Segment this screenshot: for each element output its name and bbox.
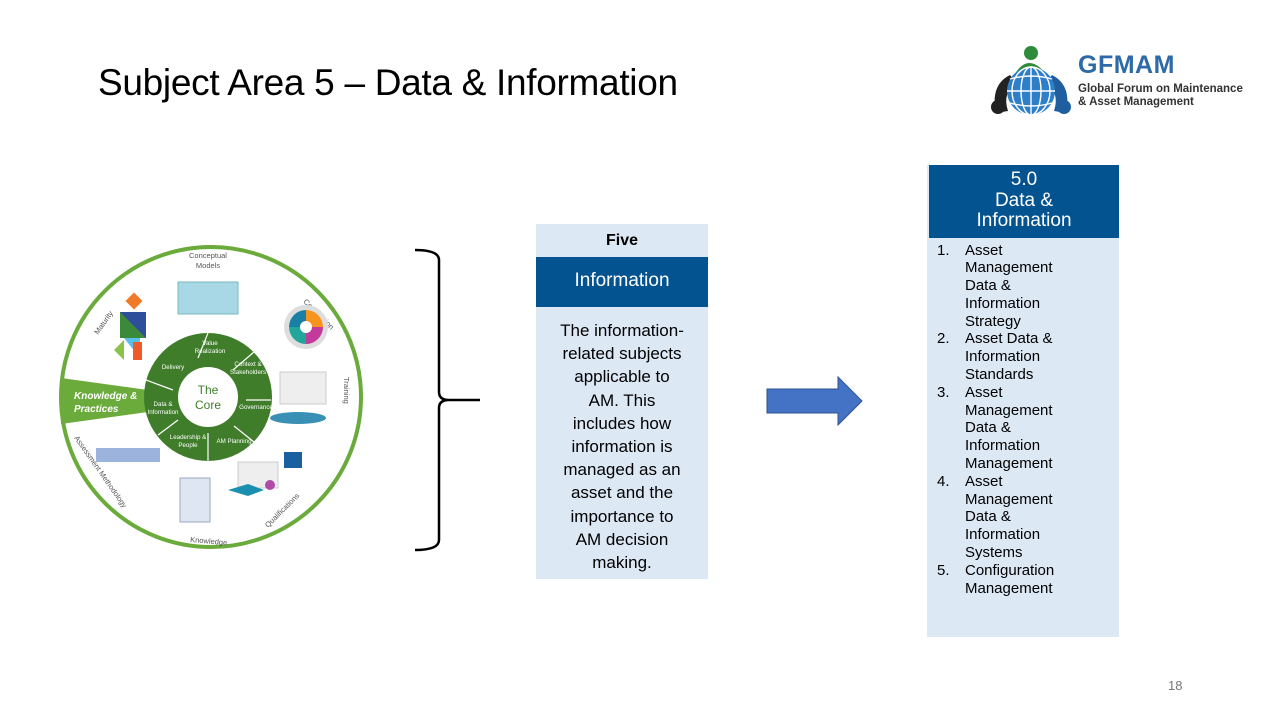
core-center xyxy=(178,367,238,427)
core-center-line1: The xyxy=(198,383,219,397)
label-conceptual-1: Conceptual xyxy=(189,251,227,260)
desc-line: AM decision xyxy=(575,529,669,549)
card-band-title: Information xyxy=(536,257,708,307)
item-text: Asset Management Data & Information Stra… xyxy=(965,242,1105,331)
list-item: 4. Asset Management Data & Information S… xyxy=(937,473,1119,562)
highlight-line2: Practices xyxy=(74,404,119,415)
label-training: Training xyxy=(342,377,351,404)
desc-line: applicable to xyxy=(574,367,670,387)
label-conceptual-2: Models xyxy=(196,261,220,270)
subject-list: 1. Asset Management Data & Information S… xyxy=(927,238,1119,598)
assessment-bar-image xyxy=(96,448,160,462)
item-line: Information xyxy=(965,526,1041,544)
segment-leadership-l1: Leadership & xyxy=(170,434,207,441)
knowledge-practices-band xyxy=(61,378,148,424)
item-line: Data & xyxy=(965,277,1011,295)
list-item: 5. Configuration Management xyxy=(937,562,1119,598)
item-text: Configuration Management xyxy=(965,562,1105,598)
desc-line: managed as an xyxy=(563,460,681,480)
item-number: 5. xyxy=(937,561,950,579)
item-text: Asset Management Data & Information Syst… xyxy=(965,473,1105,562)
item-line: Systems xyxy=(965,544,1023,562)
item-number: 1. xyxy=(937,241,950,259)
desc-line: The information- xyxy=(560,321,684,340)
item-line: Asset xyxy=(965,472,1003,490)
header-line: 5.0 xyxy=(1010,169,1038,190)
segment-leadership-l2: People xyxy=(178,442,198,449)
curly-brace xyxy=(414,248,480,552)
desc-line: AM. This xyxy=(588,390,656,410)
page-number: 18 xyxy=(1168,678,1183,693)
segment-delivery: Delivery xyxy=(162,364,185,371)
card-heading: Five xyxy=(605,232,638,249)
item-line: Information xyxy=(965,294,1041,312)
segment-governance: Governance xyxy=(239,404,273,411)
core-center-line2: Core xyxy=(195,398,221,412)
training-image xyxy=(279,371,327,405)
list-item: 2. Asset Data & Information Standards xyxy=(937,330,1119,383)
list-item: 1. Asset Management Data & Information S… xyxy=(937,242,1119,331)
globe-logo-icon xyxy=(991,46,1071,116)
label-knowledge: Knowledge xyxy=(190,535,228,547)
desc-line: making. xyxy=(592,553,652,573)
desc-line: asset and the xyxy=(570,483,674,503)
gfmam-logo: GFMAM Global Forum on Maintenance & Asse… xyxy=(988,45,1243,120)
item-line: Management xyxy=(965,490,1053,508)
list-item: 3. Asset Management Data & Information M… xyxy=(937,384,1119,473)
subject-five-card: Five Information The information- relate… xyxy=(536,224,708,579)
item-line: Information xyxy=(965,348,1041,366)
logo-subtitle-line2: & Asset Management xyxy=(1078,96,1194,108)
slide-title: Subject Area 5 – Data & Information xyxy=(98,62,678,103)
item-number: 3. xyxy=(937,383,950,401)
item-line: Management xyxy=(965,401,1053,419)
segment-context-l1: Context & xyxy=(234,361,262,368)
item-number: 4. xyxy=(937,472,950,490)
right-arrow-icon xyxy=(766,376,863,426)
segment-data-l1: Data & xyxy=(154,401,174,408)
item-line: Asset xyxy=(965,383,1003,401)
segment-value-l2: Realization xyxy=(195,348,226,355)
logo-subtitle: Global Forum on Maintenance & Asset Mana… xyxy=(1078,83,1248,109)
logo-name: GFMAM xyxy=(1078,51,1175,79)
segment-context-l2: Stakeholders xyxy=(230,369,266,376)
desc-line: includes how xyxy=(572,413,672,433)
list-card-header: 5.0 Data & Information xyxy=(929,165,1119,238)
desc-line: related subjects xyxy=(562,344,682,364)
card-description: The information- related subjects applic… xyxy=(536,307,708,574)
subject-list-card: 5.0 Data & Information 1. Asset Manageme… xyxy=(927,165,1119,637)
header-line: Information xyxy=(976,210,1072,231)
item-line: Configuration xyxy=(965,561,1055,579)
desc-line: information is xyxy=(571,437,673,457)
logo-subtitle-line1: Global Forum on Maintenance xyxy=(1078,83,1243,95)
item-number: 2. xyxy=(937,330,950,348)
desc-line: importance to xyxy=(570,506,674,526)
item-line: Strategy xyxy=(965,312,1021,330)
item-line: Data & xyxy=(965,508,1011,526)
knowledge-list-image xyxy=(179,477,211,523)
item-text: Asset Management Data & Information Mana… xyxy=(965,384,1105,473)
item-line: Management xyxy=(965,455,1053,473)
segment-am-planning: AM Planning xyxy=(216,438,252,445)
item-line: Asset xyxy=(965,241,1003,259)
segment-value-l1: Value xyxy=(202,340,218,347)
highlight-line1: Knowledge & xyxy=(74,391,137,402)
header-line: Data & xyxy=(994,189,1054,211)
am-landscape-wheel: Knowledge & Practices The Core Value Rea… xyxy=(59,245,363,549)
conceptual-model-image xyxy=(177,281,239,315)
item-line: Information xyxy=(965,437,1041,455)
item-line: Management xyxy=(965,579,1053,597)
item-line: Asset Data & xyxy=(965,330,1053,348)
item-text: Asset Data & Information Standards xyxy=(965,330,1105,383)
segment-data-l2: Information xyxy=(148,409,180,416)
item-line: Data & xyxy=(965,419,1011,437)
item-line: Management xyxy=(965,259,1053,277)
item-line: Standards xyxy=(965,366,1034,384)
